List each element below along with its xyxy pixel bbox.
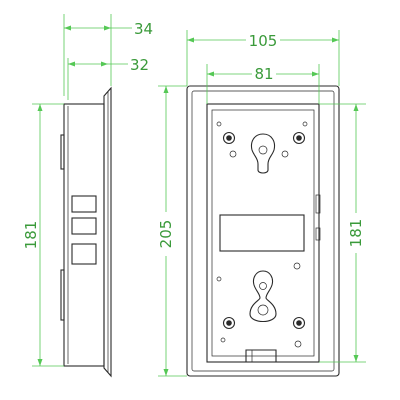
label-bg [156, 212, 176, 256]
side-terminal-3 [71, 243, 97, 265]
arrow [187, 37, 194, 43]
arrow [163, 86, 169, 93]
arrow [207, 71, 214, 77]
arrow [37, 359, 43, 366]
dim-label-181-left: 181 [22, 221, 40, 250]
arrow [312, 71, 319, 77]
side-tab-bottom [60, 269, 65, 321]
arrow [64, 25, 71, 31]
side-dimensions: 34 32 181 [22, 14, 153, 367]
side-terminal-2 [71, 217, 97, 235]
screw-bottom-left [222, 316, 236, 330]
bottom-notch [245, 349, 277, 362]
dim-label-32: 32 [130, 56, 149, 74]
label-bg [252, 66, 276, 82]
dim-label-105: 105 [249, 32, 278, 50]
front-dimensions: 105 81 205 181 [156, 30, 366, 377]
small-hole [302, 121, 308, 127]
arrow [353, 355, 359, 362]
screw-bottom-right [292, 316, 306, 330]
front-frame-inner-line [191, 90, 335, 372]
side-terminal-1 [71, 195, 97, 213]
small-hole [293, 262, 301, 270]
side-view [60, 86, 112, 378]
small-hole [281, 150, 289, 158]
arrow [68, 61, 75, 67]
arrow [332, 37, 339, 43]
center-label-area [219, 214, 305, 252]
plate-side-tab [315, 227, 321, 241]
arrow [37, 104, 43, 111]
front-plate [206, 103, 320, 363]
arrow [163, 369, 169, 376]
side-body-outline [63, 103, 105, 367]
front-outer-frame [186, 85, 340, 377]
arrow [101, 61, 108, 67]
side-tab-top [60, 134, 65, 170]
arrow [353, 104, 359, 111]
dim-label-34: 34 [134, 20, 153, 38]
plate-side-tab [315, 194, 321, 214]
label-bg [346, 213, 366, 253]
small-hole [229, 150, 237, 158]
small-hole [220, 337, 226, 343]
dim-label-205: 205 [157, 220, 175, 249]
arrow [104, 25, 111, 31]
screw-top-left [222, 131, 236, 145]
screw-top-right [292, 131, 306, 145]
small-hole [216, 121, 222, 127]
small-hole [294, 340, 302, 348]
dim-label-81: 81 [254, 65, 273, 83]
keyhole-bottom [249, 270, 277, 323]
front-view [186, 85, 340, 377]
keyhole-top [250, 133, 276, 174]
dim-label-181-right: 181 [347, 219, 365, 248]
front-plate-inner [211, 109, 315, 357]
side-flange [103, 86, 112, 378]
label-bg [246, 32, 280, 48]
small-hole [216, 276, 222, 282]
